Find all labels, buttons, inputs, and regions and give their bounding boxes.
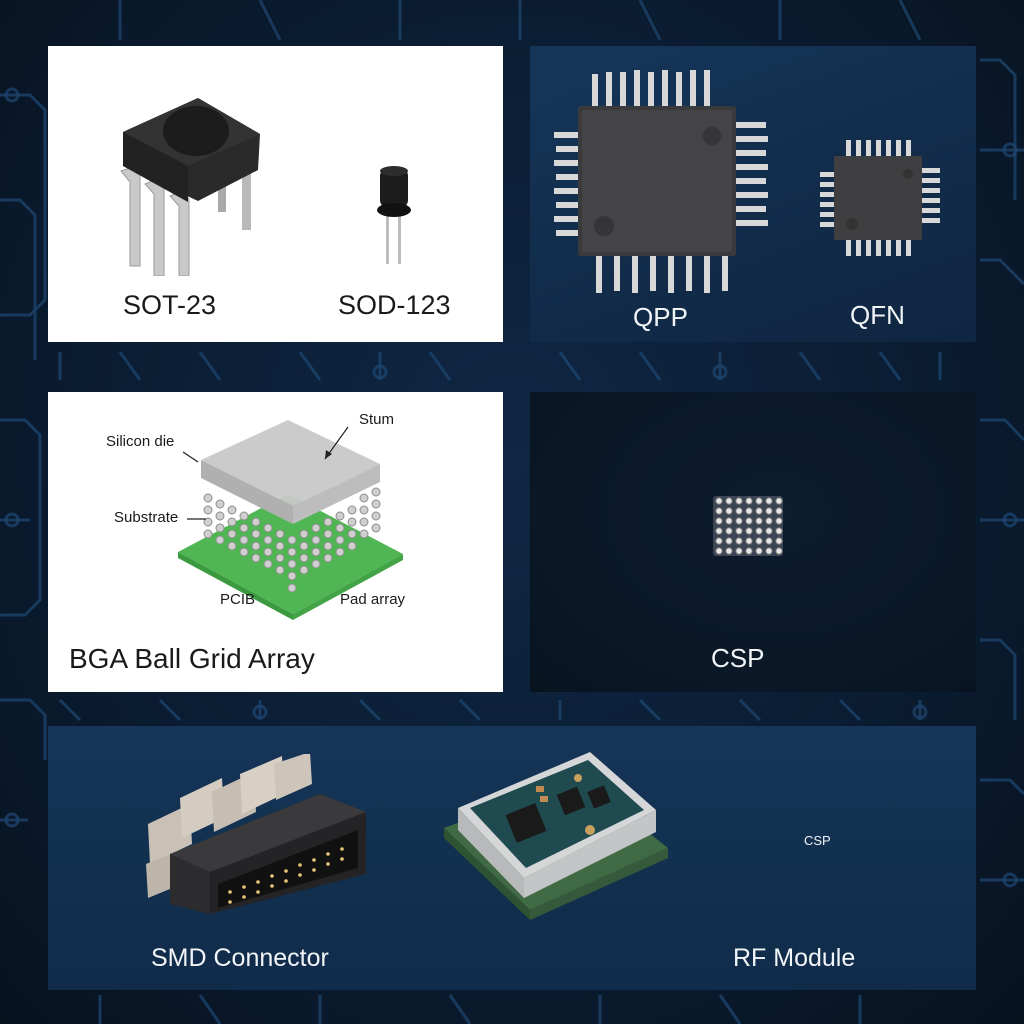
label-csp-small: CSP <box>804 833 831 848</box>
panel-bga: Silicon die Stum Substrate PCIB Pad arra… <box>48 392 503 692</box>
label-csp: CSP <box>711 643 765 673</box>
label-qfn: QFN <box>850 300 905 330</box>
panel-through-hole: SOT-23 SOD-123 <box>48 46 503 342</box>
label-sot-23: SOT-23 <box>123 290 217 320</box>
callout-stum: Stum <box>359 411 395 428</box>
callout-pad-array: Pad array <box>340 591 406 608</box>
dip-transistor-icon <box>120 98 260 276</box>
bga-title: BGA Ball Grid Array <box>69 643 315 674</box>
callout-pcb: PCIB <box>220 591 256 608</box>
qfp-chip-icon <box>554 70 768 293</box>
panel-modules: CSP SMD Connector RF Module <box>48 726 976 990</box>
label-qpp: QPP <box>633 302 688 332</box>
qfn-chip-icon <box>820 140 940 256</box>
label-sod-123: SOD-123 <box>338 290 451 320</box>
smd-connector-icon <box>146 754 366 914</box>
label-smd-connector: SMD Connector <box>151 944 329 972</box>
csp-ball-grid-icon <box>713 496 783 556</box>
callout-silicon-die: Silicon die <box>106 433 175 450</box>
label-rf-module: RF Module <box>733 944 856 972</box>
panel-quad-packages: QPP QFN <box>530 46 976 342</box>
panel-csp: CSP <box>530 392 976 692</box>
callout-substrate: Substrate <box>114 509 179 526</box>
bga-exploded-diagram <box>178 420 403 620</box>
to92-diode-icon <box>377 166 411 264</box>
rf-module-icon <box>444 752 668 920</box>
